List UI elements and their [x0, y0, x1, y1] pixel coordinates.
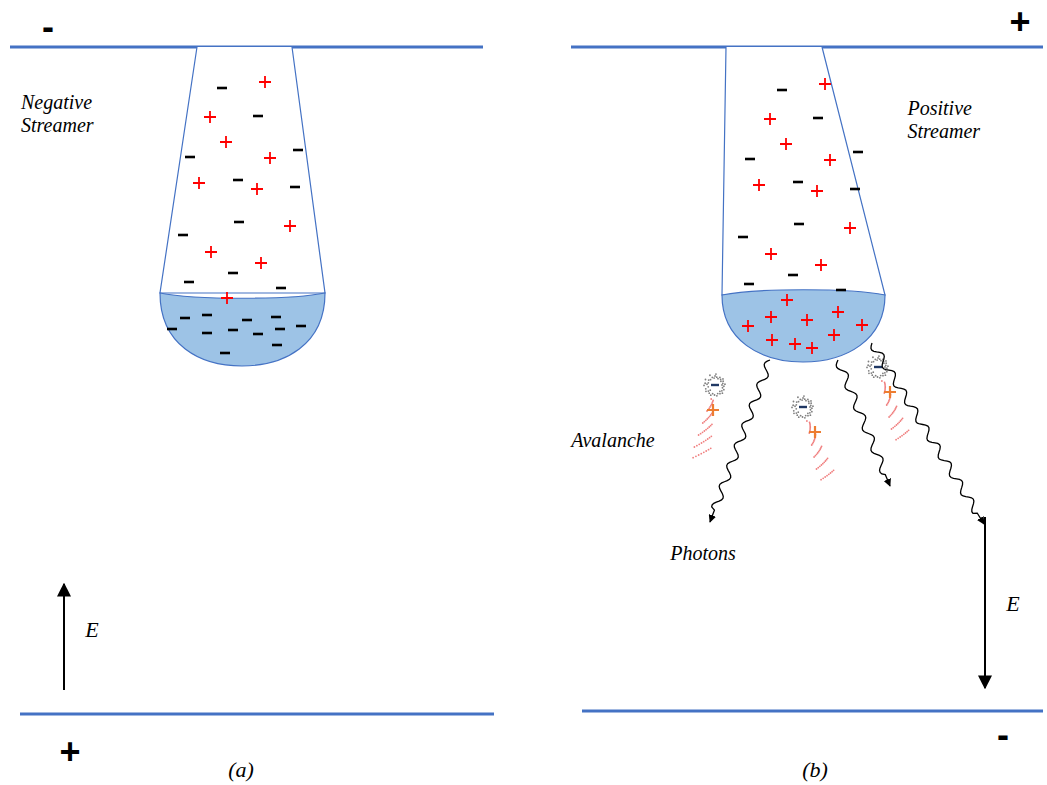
positive-charge — [259, 76, 271, 88]
streamer-label: Positive Streamer — [908, 97, 1013, 143]
panel-label: (a) — [228, 757, 254, 783]
positive-charge — [765, 311, 777, 323]
positive-charge — [801, 314, 813, 326]
negative-charge — [290, 186, 300, 189]
negative-charge — [836, 289, 846, 292]
field-symbol: E — [85, 617, 98, 643]
positive-charge — [205, 246, 217, 258]
anode-plate — [20, 713, 494, 716]
positive-charge — [255, 257, 267, 269]
positive-charge — [764, 113, 776, 125]
positive-charge — [765, 248, 777, 260]
streamer-head — [722, 290, 885, 362]
negative-charge — [271, 316, 281, 319]
positive-charge — [819, 78, 831, 90]
panel-label: (b) — [802, 757, 828, 783]
streamer-head — [160, 293, 325, 366]
negative-charge — [744, 283, 754, 286]
photon — [836, 360, 890, 486]
streamer-channel — [722, 47, 885, 295]
negative-charge — [180, 317, 190, 320]
electron-avalanche — [692, 373, 726, 458]
positive-charge — [193, 177, 205, 189]
negative-charge — [253, 115, 263, 118]
negative-charge — [275, 328, 285, 331]
negative-charge — [234, 221, 244, 224]
positive-charge — [251, 183, 263, 195]
positive-charge — [766, 334, 778, 346]
avalanche-label: Avalanche — [571, 429, 654, 452]
negative-charge — [178, 234, 188, 237]
negative-charge — [793, 181, 803, 184]
negative-charge — [272, 344, 282, 347]
negative-charge — [794, 223, 804, 226]
positive-charge — [806, 342, 818, 354]
positive-charge — [220, 136, 232, 148]
plate-polarity: + — [1009, 1, 1030, 43]
plate-polarity: - — [42, 6, 54, 48]
positive-charge — [856, 319, 868, 331]
streamer-label: Negative Streamer — [21, 91, 131, 137]
negative-charge — [813, 117, 823, 120]
positive-charge — [824, 154, 836, 166]
negative-charge — [293, 149, 303, 152]
positive-charge — [780, 138, 792, 150]
negative-charge — [202, 314, 212, 317]
photon — [710, 360, 770, 522]
plate-polarity: - — [997, 714, 1009, 756]
negative-charge — [185, 156, 195, 159]
plate-polarity: + — [59, 731, 80, 773]
positive-charge — [811, 185, 823, 197]
positive-charge — [844, 222, 856, 234]
positive-charge — [789, 338, 801, 350]
negative-charge — [220, 352, 230, 355]
positive-charge — [753, 179, 765, 191]
positive-charge — [781, 294, 793, 306]
negative-charge — [853, 151, 863, 154]
positive-charge — [742, 320, 754, 332]
negative-charge — [745, 158, 755, 161]
positive-charge — [264, 152, 276, 164]
negative-charge — [242, 319, 252, 322]
negative-charge — [202, 332, 212, 335]
negative-charge — [253, 333, 263, 336]
negative-charge — [228, 329, 238, 332]
negative-charge — [276, 287, 286, 290]
field-symbol: E — [1006, 591, 1019, 617]
streamer-channel — [160, 47, 325, 293]
positive-charge — [828, 329, 840, 341]
electron-avalanche — [866, 355, 909, 440]
positive-charge — [284, 220, 296, 232]
negative-charge — [788, 274, 798, 277]
photon — [871, 343, 984, 524]
field-arrow — [63, 584, 65, 690]
positive-charge — [832, 306, 844, 318]
negative-charge — [777, 89, 787, 92]
negative-charge — [296, 325, 306, 328]
negative-charge — [228, 272, 238, 275]
electron-avalanche — [791, 395, 834, 480]
positive-charge — [221, 292, 233, 304]
negative-charge — [167, 328, 177, 331]
positive-charge — [815, 259, 827, 271]
photons-label: Photons — [670, 542, 736, 565]
negative-charge — [184, 281, 194, 284]
negative-charge — [233, 179, 243, 182]
negative-charge — [850, 188, 860, 191]
positive-charge — [204, 111, 216, 123]
field-arrow — [984, 517, 986, 688]
negative-charge — [738, 236, 748, 239]
cathode-plate — [582, 710, 1043, 713]
negative-charge — [217, 87, 227, 90]
